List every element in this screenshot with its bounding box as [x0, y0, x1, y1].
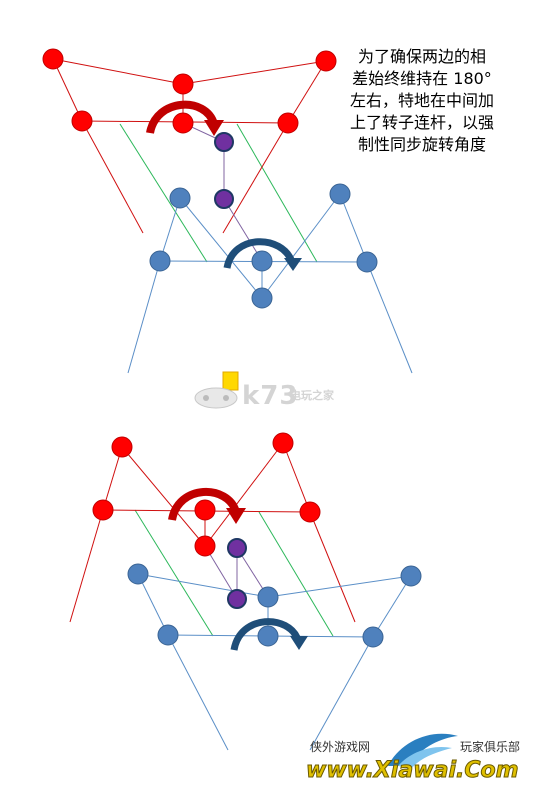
blue-arrowhead-icon	[290, 636, 308, 650]
xiawai-url: www.Xiawai.Com	[306, 758, 520, 784]
red-joint	[194, 499, 216, 521]
red-joint	[315, 50, 337, 72]
blue-joint	[356, 251, 378, 273]
top-linkage	[42, 48, 413, 374]
blue-joint	[329, 183, 351, 205]
blue-joint	[400, 565, 422, 587]
red-rotation-arrow-icon	[146, 100, 218, 135]
purple-rotor-joint	[214, 189, 234, 209]
blue-joint	[362, 626, 384, 648]
red-joint	[71, 110, 93, 132]
blue-joint	[251, 287, 273, 309]
blue-joint	[157, 624, 179, 646]
red-joint	[194, 535, 216, 557]
blue-joint	[257, 586, 279, 608]
green-link	[236, 123, 318, 263]
blue-joint	[149, 250, 171, 272]
bottom-linkage	[69, 432, 422, 751]
caption-line: 上了转子连杆，以强	[349, 113, 494, 132]
green-link	[258, 511, 334, 637]
red-joint	[172, 73, 194, 95]
k73-watermark-sub: 电玩之家	[290, 389, 334, 402]
green-link	[119, 123, 208, 263]
red-rotation-arrow-icon	[168, 487, 240, 522]
caption-line: 左右，特地在中间加	[349, 91, 494, 110]
red-joint	[42, 48, 64, 70]
k73-watermark: k73	[242, 381, 299, 411]
blue-joint	[127, 563, 149, 585]
xiawai-site-name: 侠外游戏网	[310, 740, 371, 754]
caption-text: 为了确保两边的相 差始终维持在 180° 左右，特地在中间加 上了转子连杆，以强…	[344, 46, 500, 156]
caption-line: 为了确保两边的相	[357, 47, 486, 66]
green-link	[134, 509, 214, 637]
caption-line: 制性同步旋转角度	[357, 135, 486, 154]
blue-joint	[251, 250, 273, 272]
blue-rotation-arrow-icon	[223, 238, 296, 269]
red-joint	[299, 501, 321, 523]
xiawai-wave-logo-icon	[388, 733, 458, 768]
red-arrowhead-icon	[204, 120, 224, 136]
red-joint	[272, 432, 294, 454]
xiawai-club: 玩家俱乐部	[460, 740, 521, 754]
red-joint	[277, 112, 299, 134]
caption-line: 差始终维持在 180°	[352, 69, 492, 88]
purple-rotor-joint	[214, 132, 234, 152]
k73-logo-icon	[194, 371, 239, 409]
blue-rotation-arrow-icon	[230, 618, 302, 651]
red-joint	[172, 112, 194, 134]
blue-arrowhead-icon	[284, 258, 302, 271]
blue-joint	[169, 187, 191, 209]
red-joint	[111, 436, 133, 458]
red-arrowhead-icon	[226, 508, 246, 524]
red-joint	[92, 499, 114, 521]
blue-joint	[257, 625, 279, 647]
purple-rotor-joint	[227, 589, 247, 609]
purple-rotor-joint	[227, 538, 247, 558]
